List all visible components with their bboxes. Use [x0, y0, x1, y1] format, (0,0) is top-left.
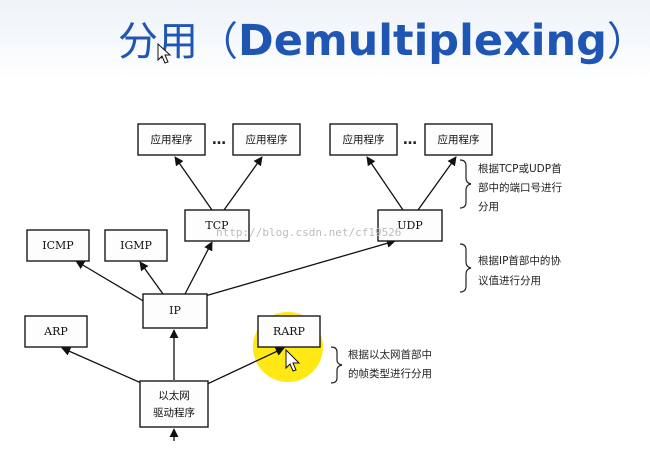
- edge-udp-app4: [417, 156, 457, 211]
- watermark-text: http://blog.csdn.net/cf19526: [216, 226, 401, 239]
- node-app-1-label: 应用程序: [151, 133, 193, 146]
- node-igmp-label: IGMP: [120, 239, 152, 252]
- node-udp: UDP: [377, 209, 443, 242]
- ellipsis-left: …: [212, 132, 226, 148]
- title-english: Demultiplexing: [238, 16, 607, 66]
- note-ip-line2: 议值进行分用: [478, 274, 541, 287]
- edge-tcp-app1: [174, 156, 213, 211]
- node-app-3-label: 应用程序: [343, 133, 385, 146]
- page-title: 分用（Demultiplexing）: [118, 6, 647, 76]
- edge-eth-arp: [61, 347, 149, 387]
- edge-ip-tcp: [184, 241, 213, 295]
- node-ethernet-driver-line2: 驱动程序: [153, 406, 195, 419]
- brace-ip: [459, 243, 472, 293]
- node-app-2-label: 应用程序: [246, 133, 288, 146]
- slide-header: [0, 0, 650, 78]
- edge-ip-udp: [204, 238, 396, 297]
- note-transport-line3: 分用: [478, 201, 499, 213]
- note-transport-line1: 根据TCP或UDP首: [478, 162, 562, 175]
- node-app-2: 应用程序: [232, 123, 301, 156]
- node-rarp: RARP: [257, 315, 321, 348]
- node-app-3: 应用程序: [329, 123, 398, 156]
- note-transport-line2: 部中的端口号进行: [478, 181, 562, 194]
- node-icmp-label: ICMP: [42, 239, 74, 252]
- note-ethernet-line1: 根据以太网首部中: [348, 348, 432, 361]
- bottom-strip: [0, 441, 650, 449]
- note-ip-line1: 根据IP首部中的协: [478, 254, 561, 267]
- node-udp-label: UDP: [397, 219, 423, 232]
- node-ip: IP: [142, 293, 208, 329]
- node-icmp: ICMP: [26, 229, 90, 262]
- title-close-paren: ）: [606, 19, 647, 65]
- title-open-paren: （: [198, 19, 238, 65]
- node-tcp-label: TCP: [205, 219, 229, 232]
- brace-ethernet: [330, 346, 343, 384]
- node-tcp: TCP: [184, 209, 250, 242]
- node-ip-label: IP: [169, 304, 181, 317]
- node-app-4-label: 应用程序: [438, 133, 480, 146]
- node-arp-label: ARP: [43, 325, 68, 338]
- mouse-pointer-icon: [285, 348, 301, 372]
- node-ethernet-driver: 以太网 驱动程序: [139, 380, 209, 428]
- edge-tcp-app2: [223, 156, 263, 211]
- node-arp: ARP: [24, 315, 88, 348]
- node-rarp-label: RARP: [273, 325, 306, 338]
- edge-ip-icmp: [75, 260, 146, 303]
- node-app-4: 应用程序: [424, 123, 493, 156]
- edge-ip-igmp: [139, 261, 164, 295]
- node-igmp: IGMP: [104, 229, 168, 262]
- edge-eth-rarp: [202, 347, 285, 387]
- node-ethernet-driver-line1: 以太网: [158, 389, 190, 402]
- note-ethernet-line2: 的帧类型进行分用: [348, 367, 432, 380]
- title-pointer-icon: [157, 42, 172, 64]
- node-app-1: 应用程序: [137, 123, 206, 156]
- edge-udp-app3: [366, 156, 404, 211]
- ellipsis-right: …: [403, 132, 417, 148]
- brace-transport: [459, 159, 472, 209]
